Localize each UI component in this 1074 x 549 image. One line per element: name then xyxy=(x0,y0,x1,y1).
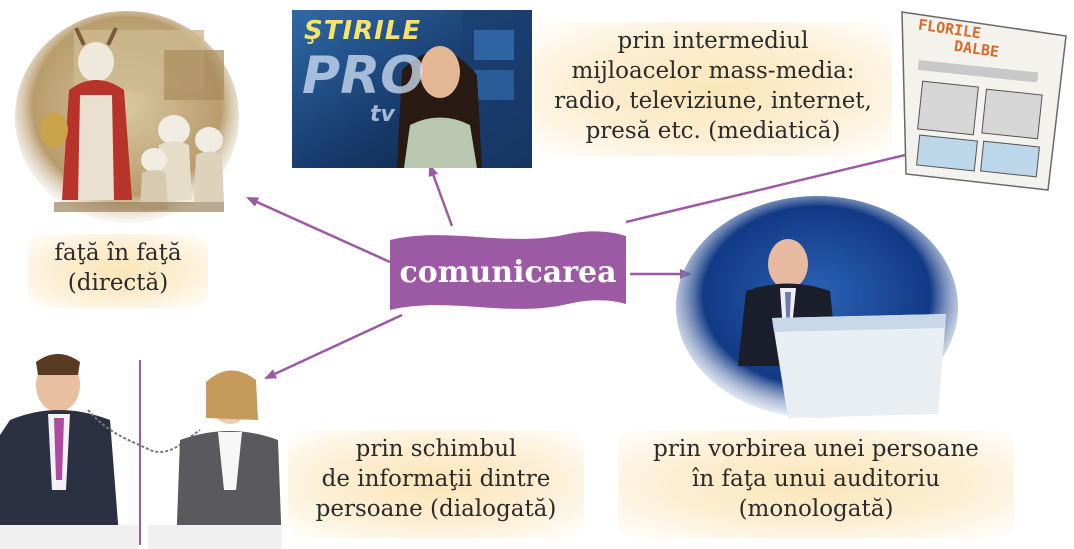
label-direct-line: faţă în faţă xyxy=(54,240,182,266)
label-mediatic: prin intermediul mijloacelor mass-media:… xyxy=(534,22,892,156)
label-dialog-line: persoane (dialogată) xyxy=(315,496,557,522)
label-monolog-line: (monologată) xyxy=(738,496,894,522)
label-direct: faţă în faţă (directă) xyxy=(28,234,208,308)
label-mediatic-line: prin intermediul xyxy=(617,28,809,54)
speaker-image xyxy=(676,196,958,418)
tv-logo-brand: PRO xyxy=(302,46,425,106)
arrow-to-direct xyxy=(246,196,391,264)
arrow-to-newspaper xyxy=(625,147,928,224)
tv-logo-sub: tv xyxy=(370,102,395,127)
label-direct-line: (directă) xyxy=(67,270,169,296)
label-monolog-line: în faţa unui auditoriu xyxy=(692,466,940,492)
central-concept-box: comunicarea xyxy=(388,226,628,318)
label-mediatic-line: presă etc. (mediatică) xyxy=(585,118,841,144)
fairy-tale-illustration xyxy=(14,10,240,224)
label-mediatic-line: radio, televiziune, internet, xyxy=(554,88,872,114)
label-dialog-line: de informaţii dintre xyxy=(321,466,551,492)
label-dialog: prin schimbul de informaţii dintre perso… xyxy=(288,430,584,538)
label-mediatic-line: mijloacelor mass-media: xyxy=(571,58,855,84)
tv-news-image: ŞTIRILE PRO tv xyxy=(292,10,532,168)
newspaper-image: FLORILE DALBE xyxy=(896,6,1072,196)
label-monolog: prin vorbirea unei persoane în faţa unui… xyxy=(618,430,1014,538)
label-dialog-line: prin schimbul xyxy=(355,436,517,462)
central-concept-text: comunicarea xyxy=(399,254,617,290)
phone-dialog-image xyxy=(0,340,282,549)
label-monolog-line: prin vorbirea unei persoane xyxy=(653,436,979,462)
tv-logo-text: ŞTIRILE xyxy=(304,16,422,46)
arrow-to-tv xyxy=(428,164,454,227)
arrow-to-dialog xyxy=(264,313,403,380)
